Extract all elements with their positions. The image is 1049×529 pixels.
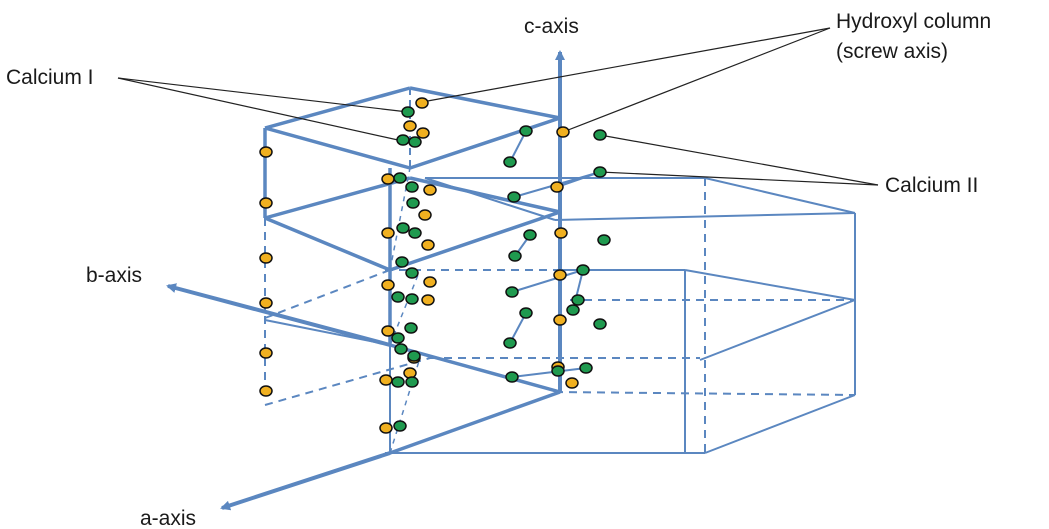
calcium-ii-atom-16: [407, 350, 421, 362]
calcium-ii-atom-1: [401, 106, 415, 118]
a-axis-arrow: [220, 451, 391, 511]
calcium-i-atom-6: [259, 385, 273, 397]
calcium-i-atom-15: [416, 127, 430, 139]
calcium-ii-pairs: [509, 130, 601, 378]
calcium-ii-atom-19: [393, 420, 407, 432]
calcium-i-atom-3: [259, 252, 273, 264]
crystal-axes: [166, 50, 565, 511]
calcium-i-atom-24: [550, 181, 564, 193]
calcium-i-label: Calcium I: [6, 66, 94, 89]
calcium-ii-atom-26: [597, 234, 611, 246]
a-axis-label: a-axis: [140, 507, 196, 529]
calcium-ii-atom-15: [394, 343, 408, 355]
calcium-i-atom-29: [565, 377, 579, 389]
calcium-ii-atom-12: [405, 293, 419, 305]
calcium-i-atom-2: [259, 197, 273, 209]
calcium-ii-atom-3: [408, 136, 422, 148]
calcium-ii-atom-30: [571, 294, 585, 306]
b-axis-arrow: [166, 283, 391, 347]
calcium-i-atom-12: [379, 422, 393, 434]
calcium-ii-atom-10: [405, 267, 419, 279]
calcium-i-atom-8: [381, 227, 395, 239]
calcium-ii-atom-8: [408, 227, 422, 239]
calcium-i-atom-19: [423, 276, 437, 288]
calcium-ii-atom-37: [551, 365, 565, 377]
calcium-i-atom-13: [403, 120, 417, 132]
calcium-ii-atom-6: [406, 197, 420, 209]
calcium-i-atom-26: [553, 269, 567, 281]
calcium-ii-atom-11: [391, 291, 405, 303]
calcium-ii-atom-22: [593, 166, 607, 178]
calcium-ii-atom-23: [503, 156, 517, 168]
calcium-ii-atom-25: [523, 229, 537, 241]
calcium-ii-atom-33: [593, 318, 607, 330]
calcium-i-atom-5: [259, 347, 273, 359]
hexagonal-prism: [385, 177, 856, 454]
calcium-ii-atom-27: [508, 250, 522, 262]
calcium-ii-atom-36: [505, 371, 519, 383]
calcium-i-atom-23: [556, 126, 570, 138]
calcium-i-atom-4: [259, 297, 273, 309]
calcium-ii-atom-35: [579, 362, 593, 374]
calcium-ii-atom-7: [396, 222, 410, 234]
calcium-ii-atom-20: [519, 125, 533, 137]
calcium-ii-atom-32: [519, 307, 533, 319]
leader-lines: [117, 27, 879, 186]
calcium-i-atom-17: [418, 209, 432, 221]
calcium-i-atom-11: [379, 374, 393, 386]
calcium-ii-atom-21: [593, 129, 607, 141]
hydroxyl-column-label: Hydroxyl column: [836, 10, 991, 33]
calcium-ii-atom-34: [503, 337, 517, 349]
screw-axis-label: (screw axis): [836, 40, 948, 63]
c-axis-label: c-axis: [524, 15, 579, 38]
calcium-i-atom-25: [554, 227, 568, 239]
calcium-i-atom-14: [415, 97, 429, 109]
calcium-ii-atom-17: [391, 376, 405, 388]
calcium-ii-atom-9: [395, 256, 409, 268]
calcium-i-atom-16: [423, 184, 437, 196]
b-axis-label: b-axis: [86, 264, 142, 287]
calcium-ii-atom-31: [566, 304, 580, 316]
calcium-i-atom-18: [421, 239, 435, 251]
calcium-ii-atom-4: [393, 172, 407, 184]
calcium-ii-atom-13: [391, 332, 405, 344]
calcium-i-atom-1: [259, 146, 273, 158]
calcium-i-atom-7: [381, 173, 395, 185]
calcium-ii-label: Calcium II: [885, 174, 978, 197]
calcium-i-atom-27: [553, 314, 567, 326]
calcium-ii-atoms: [391, 106, 611, 432]
calcium-ii-atom-18: [405, 376, 419, 388]
calcium-i-atom-10: [381, 325, 395, 337]
calcium-i-atom-9: [381, 279, 395, 291]
calcium-ii-atom-14: [404, 322, 418, 334]
calcium-i-atom-20: [421, 294, 435, 306]
calcium-ii-atom-24: [507, 191, 521, 203]
calcium-ii-atom-29: [505, 286, 519, 298]
calcium-ii-atom-2: [396, 134, 410, 146]
calcium-ii-atom-28: [576, 264, 590, 276]
calcium-ii-atom-5: [405, 181, 419, 193]
